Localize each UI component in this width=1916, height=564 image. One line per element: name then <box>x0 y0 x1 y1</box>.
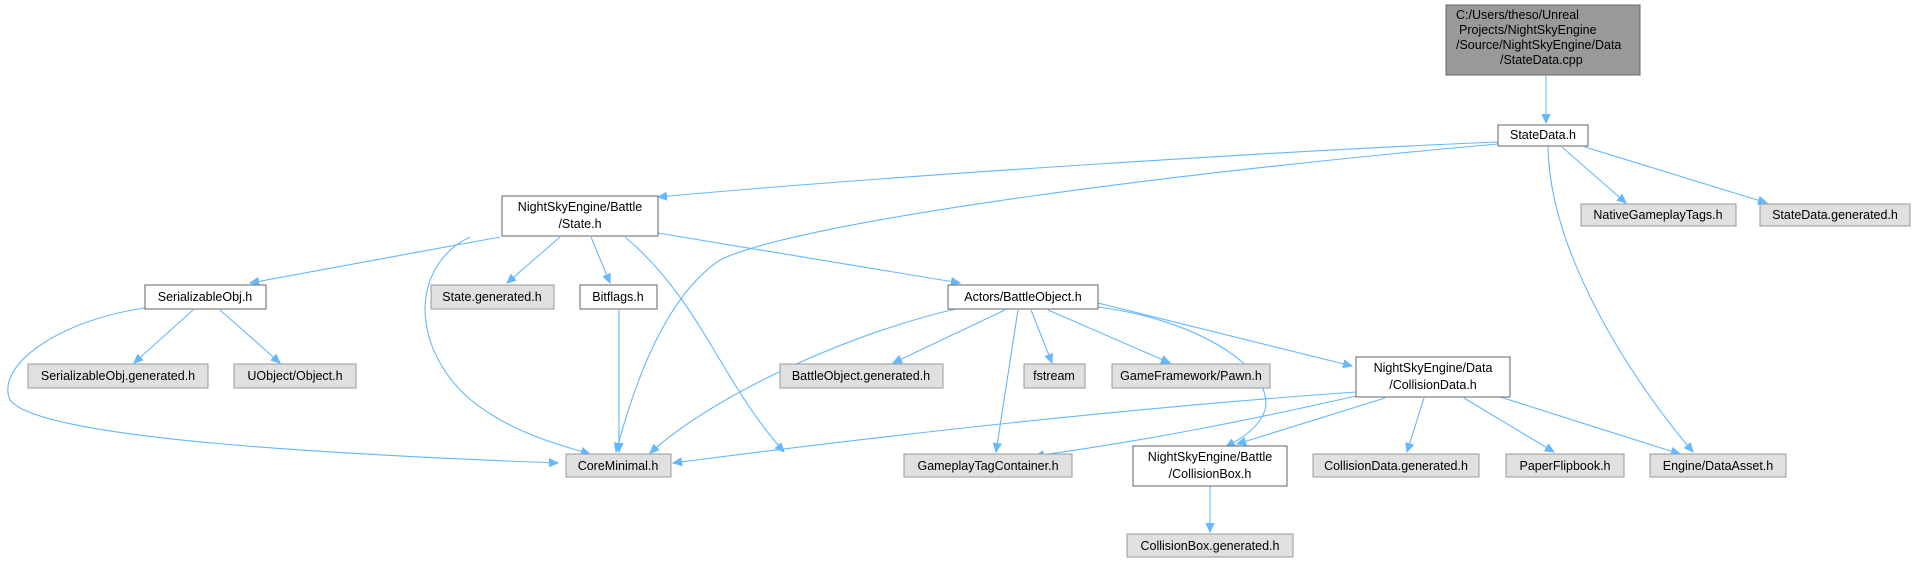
node-uobject-object-h[interactable]: UObject/Object.h <box>233 363 357 389</box>
edge-state-to-serializableobj <box>250 236 501 283</box>
node-label-line-2: /CollisionData.h <box>1389 378 1477 392</box>
edge-battleobject-to-collisiondata <box>1097 302 1352 366</box>
node-label: GameFramework/Pawn.h <box>1120 369 1262 383</box>
node-label: PaperFlipbook.h <box>1519 459 1610 473</box>
edge-serializableobj-to-coreminimal <box>7 307 558 463</box>
node-collisiondata-h[interactable]: NightSkyEngine/Data /CollisionData.h <box>1355 356 1511 398</box>
node-label: GameplayTagContainer.h <box>917 459 1058 473</box>
node-serializableobj-generated-h[interactable]: SerializableObj.generated.h <box>27 363 209 389</box>
edge-state-to-coreminimal <box>424 236 590 454</box>
node-label-line-1: NightSkyEngine/Battle <box>1148 450 1272 464</box>
node-label-line-1: NightSkyEngine/Data <box>1374 361 1493 375</box>
node-coreminimal-h[interactable]: CoreMinimal.h <box>565 453 672 478</box>
node-paperflipbook-h[interactable]: PaperFlipbook.h <box>1505 453 1625 478</box>
node-state-generated-h[interactable]: State.generated.h <box>430 284 555 310</box>
node-label: CollisionData.generated.h <box>1324 459 1468 473</box>
node-fstream[interactable]: fstream <box>1023 363 1086 389</box>
node-battleobject-generated-h[interactable]: BattleObject.generated.h <box>779 363 944 389</box>
root-line-1: C:/Users/theso/Unreal <box>1456 8 1579 22</box>
node-label: NativeGameplayTags.h <box>1593 208 1722 222</box>
node-label: BattleObject.generated.h <box>792 369 930 383</box>
node-collisionbox-h[interactable]: NightSkyEngine/Battle /CollisionBox.h <box>1132 445 1288 487</box>
edge-statedata-to-state <box>658 141 1499 197</box>
node-label-line-2: /CollisionBox.h <box>1169 467 1252 481</box>
root-line-2: Projects/NightSkyEngine <box>1459 23 1597 37</box>
node-label: Actors/BattleObject.h <box>964 290 1081 304</box>
nodes: C:/Users/theso/Unreal Projects/NightSkyE… <box>27 4 1911 558</box>
edge-state-to-stategenerated <box>507 236 561 283</box>
edge-state-to-bitflags <box>590 236 610 283</box>
node-label: StateData.h <box>1510 128 1576 142</box>
root-line-3: /Source/NightSkyEngine/Data <box>1456 38 1621 52</box>
node-label: Engine/DataAsset.h <box>1663 459 1774 473</box>
node-statedata-h[interactable]: StateData.h <box>1497 124 1589 147</box>
node-bitflags-h[interactable]: Bitflags.h <box>579 284 658 310</box>
node-label: UObject/Object.h <box>247 369 342 383</box>
node-label-line-2: /State.h <box>558 217 601 231</box>
node-battleobject-h[interactable]: Actors/BattleObject.h <box>947 284 1099 310</box>
node-nativegameplaytags-h[interactable]: NativeGameplayTags.h <box>1580 203 1737 227</box>
node-collisionbox-generated-h[interactable]: CollisionBox.generated.h <box>1126 533 1294 558</box>
edge-state-to-gameplaytag <box>624 236 784 452</box>
node-label-line-1: NightSkyEngine/Battle <box>518 200 642 214</box>
node-collisiondata-generated-h[interactable]: CollisionData.generated.h <box>1312 453 1480 478</box>
node-label: State.generated.h <box>442 290 541 304</box>
node-root-statedata-cpp[interactable]: C:/Users/theso/Unreal Projects/NightSkyE… <box>1445 4 1641 76</box>
node-label: fstream <box>1033 369 1075 383</box>
node-label: Bitflags.h <box>592 290 643 304</box>
edge-statedata-to-nativegameplaytags <box>1561 146 1626 203</box>
edge-collisiondata-to-collisionbox <box>1237 397 1386 444</box>
root-line-4: /StateData.cpp <box>1500 53 1583 67</box>
edge-statedata-to-coreminimal <box>616 143 1499 452</box>
node-label: SerializableObj.generated.h <box>41 369 195 383</box>
edge-collisiondata-to-generated <box>1407 397 1425 452</box>
edge-battleobject-to-pawn <box>1047 309 1170 363</box>
node-engine-dataasset-h[interactable]: Engine/DataAsset.h <box>1649 453 1787 478</box>
edge-serializableobj-to-uobject <box>219 309 280 363</box>
edge-statedata-to-statedatagenerated <box>1584 146 1767 203</box>
node-label: SerializableObj.h <box>158 290 253 304</box>
edge-battleobject-to-gameplaytag <box>996 309 1019 452</box>
node-label: CoreMinimal.h <box>578 459 659 473</box>
node-label: CollisionBox.generated.h <box>1141 539 1280 553</box>
node-gameplaytagcontainer-h[interactable]: GameplayTagContainer.h <box>903 453 1073 478</box>
edge-state-to-battleobject <box>657 232 960 283</box>
edge-serializableobj-to-generated <box>134 309 194 363</box>
edge-battleobject-to-fstream <box>1030 309 1052 363</box>
node-serializableobj-h[interactable]: SerializableObj.h <box>144 284 267 310</box>
edge-collisiondata-to-dataasset <box>1496 395 1680 454</box>
node-label: StateData.generated.h <box>1772 208 1898 222</box>
edge-collisiondata-to-coreminimal <box>673 391 1357 463</box>
node-gameframework-pawn-h[interactable]: GameFramework/Pawn.h <box>1111 363 1271 389</box>
edges <box>7 76 1767 532</box>
node-state-h[interactable]: NightSkyEngine/Battle /State.h <box>501 195 659 237</box>
node-statedata-generated-h[interactable]: StateData.generated.h <box>1759 203 1911 227</box>
edge-battleobject-to-generated <box>893 309 1006 363</box>
edge-collisiondata-to-gameplaytag <box>1035 395 1357 456</box>
edge-collisiondata-to-paperflipbook <box>1463 397 1554 452</box>
edge-statedata-to-dataasset <box>1547 146 1693 452</box>
